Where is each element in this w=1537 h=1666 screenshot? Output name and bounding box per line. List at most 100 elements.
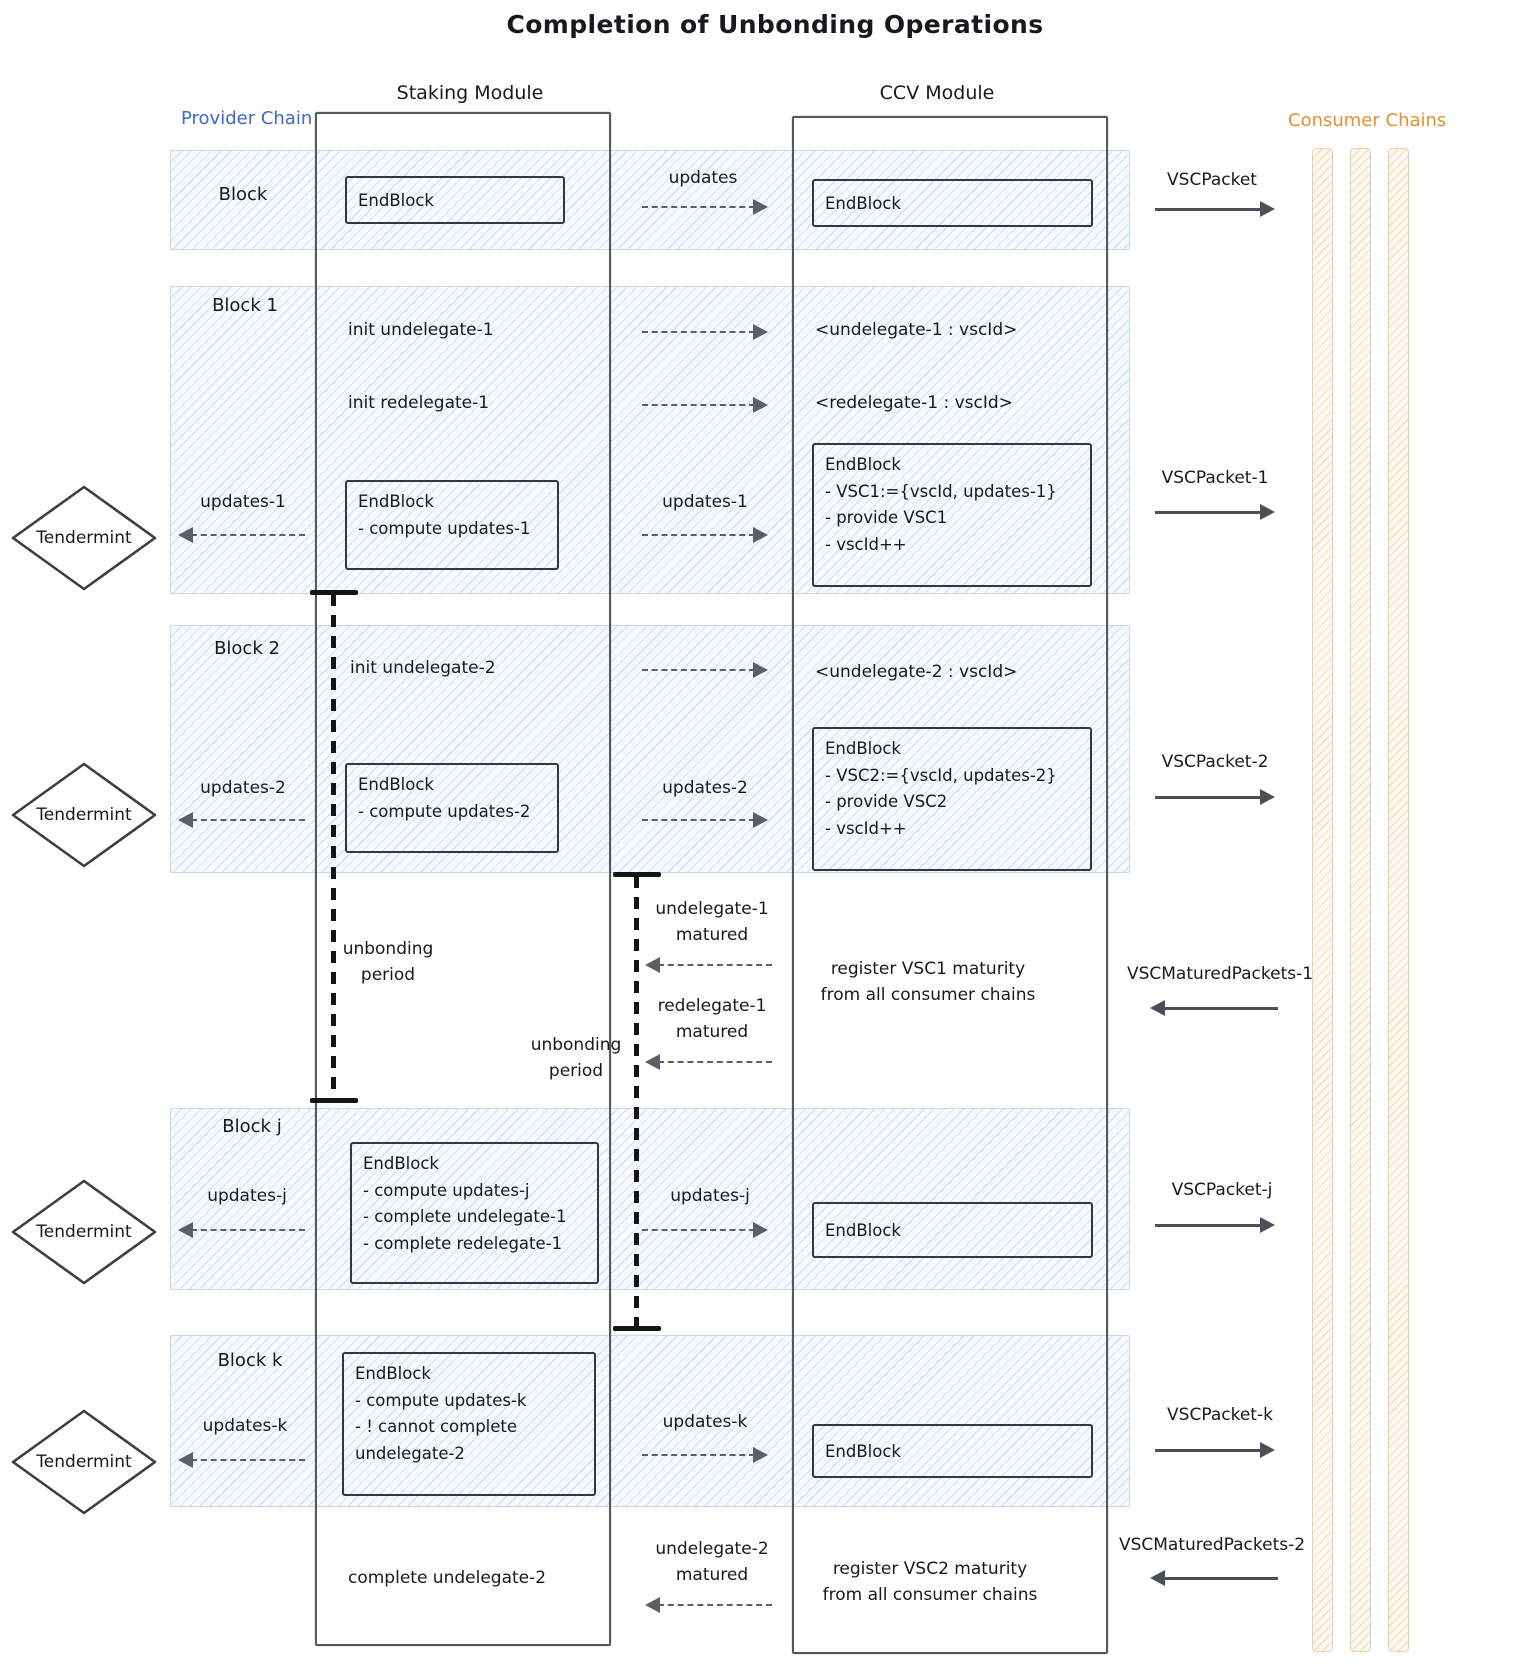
box-line: EndBlock bbox=[358, 775, 434, 794]
updates-k-right-label: updates-k bbox=[662, 1412, 748, 1432]
label-line: from all consumer chains bbox=[820, 985, 1036, 1005]
ccv-endblock-box-2: EndBlock - VSC2:={vscId, updates-2} - pr… bbox=[812, 727, 1092, 871]
undelegate-2-matured-label: undelegate-2 matured bbox=[655, 1536, 768, 1588]
diagram-title: Completion of Unbonding Operations bbox=[506, 10, 1044, 39]
updates-k-left-label: updates-k bbox=[202, 1416, 288, 1436]
blockj-label: Block j bbox=[222, 1116, 282, 1137]
tendermint-label: Tendermint bbox=[36, 528, 132, 548]
staking-module-header: Staking Module bbox=[396, 82, 544, 104]
redelegate-1-matured-label: redelegate-1 matured bbox=[658, 993, 767, 1045]
box-line: - compute updates-j bbox=[363, 1180, 530, 1200]
box-line: EndBlock bbox=[355, 1364, 431, 1383]
undelegate-2-vscid-label: <undelegate-2 : vscId> bbox=[815, 662, 1018, 682]
vscmaturedpackets-2-label: VSCMaturedPackets-2 bbox=[1118, 1535, 1306, 1555]
undelegate-1-matured-label: undelegate-1 matured bbox=[655, 896, 768, 948]
vscpacket-label: VSCPacket bbox=[1167, 170, 1257, 190]
label-line: from all consumer chains bbox=[822, 1585, 1038, 1605]
label-line: matured bbox=[675, 925, 749, 945]
vscmaturedpackets-1-label: VSCMaturedPackets-1 bbox=[1126, 964, 1314, 984]
box-line: - provide VSC1 bbox=[825, 508, 948, 527]
box-line: EndBlock bbox=[825, 739, 901, 758]
label-line: matured bbox=[675, 1565, 749, 1585]
block1-label: Block 1 bbox=[212, 295, 278, 316]
box-line: - provide VSC2 bbox=[825, 792, 948, 811]
ccv-endblock-box-1: EndBlock - VSC1:={vscId, updates-1} - pr… bbox=[812, 443, 1092, 587]
label-line: register VSC2 maturity bbox=[832, 1559, 1028, 1579]
complete-undelegate-2-label: complete undelegate-2 bbox=[348, 1568, 547, 1588]
box-line: - complete undelegate-1 bbox=[363, 1207, 567, 1226]
box-line: - VSC1:={vscId, updates-1} bbox=[825, 481, 1057, 501]
updates-1-left-label: updates-1 bbox=[200, 492, 286, 512]
updates-1-right-label: updates-1 bbox=[662, 492, 748, 512]
label-line: matured bbox=[675, 1022, 749, 1042]
ccv-module-header: CCV Module bbox=[879, 82, 995, 104]
box-line: - VSC2:={vscId, updates-2} bbox=[825, 765, 1057, 785]
vscpacket-2-label: VSCPacket-2 bbox=[1161, 752, 1269, 772]
box-line: EndBlock bbox=[358, 492, 434, 511]
unbonding2-period-line bbox=[634, 876, 639, 1330]
label-line: register VSC1 maturity bbox=[830, 959, 1026, 979]
consumer-chain-bar-3 bbox=[1388, 148, 1409, 1652]
updates-j-right-label: updates-j bbox=[670, 1186, 750, 1206]
label-line: unbonding bbox=[530, 1035, 622, 1055]
ccv-module-lifeline bbox=[792, 116, 1108, 1654]
diamond-shape-icon bbox=[11, 1179, 157, 1285]
unbonding1-end-bar bbox=[310, 1098, 358, 1103]
unbonding1-start-bar bbox=[310, 590, 358, 595]
ccv-endblock-box-0: EndBlock bbox=[812, 179, 1093, 227]
box-line: EndBlock bbox=[363, 1154, 439, 1173]
tendermint-diamond-1: Tendermint bbox=[9, 483, 159, 593]
init-redelegate-1-label: init redelegate-1 bbox=[348, 393, 490, 413]
label-line: period bbox=[548, 1061, 604, 1081]
staking-endblock-box-0: EndBlock bbox=[345, 176, 565, 224]
updates-j-left-label: updates-j bbox=[207, 1186, 287, 1206]
unbonding-period-2-label: unbonding period bbox=[531, 1032, 622, 1084]
box-line: undelegate-2 bbox=[355, 1443, 465, 1463]
box-line: - compute updates-2 bbox=[358, 801, 531, 821]
block2-band bbox=[170, 625, 1130, 873]
label-line: redelegate-1 bbox=[657, 996, 767, 1016]
box-line: EndBlock bbox=[825, 193, 901, 213]
tendermint-label: Tendermint bbox=[36, 1452, 132, 1472]
box-line: EndBlock bbox=[825, 455, 901, 474]
box-line: EndBlock bbox=[358, 190, 434, 210]
blockj-band bbox=[170, 1108, 1130, 1290]
unbonding1-period-line bbox=[331, 594, 336, 1102]
box-line: - ! cannot complete bbox=[355, 1417, 518, 1436]
block2-label: Block 2 bbox=[214, 638, 280, 659]
box-line: - vscId++ bbox=[825, 818, 907, 838]
ccv-endblock-box-k: EndBlock bbox=[812, 1424, 1093, 1478]
block-band bbox=[170, 150, 1130, 250]
register-vsc2-maturity-label: register VSC2 maturity from all consumer… bbox=[823, 1556, 1038, 1608]
diamond-shape-icon bbox=[11, 762, 157, 868]
staking-endblock-box-j: EndBlock - compute updates-j - complete … bbox=[350, 1142, 599, 1284]
unbonding-period-1-label: unbonding period bbox=[343, 936, 434, 988]
tendermint-diamond-4: Tendermint bbox=[9, 1407, 159, 1517]
tendermint-label: Tendermint bbox=[36, 1222, 132, 1242]
diamond-shape-icon bbox=[11, 485, 157, 591]
box-line: - vscId++ bbox=[825, 534, 907, 554]
diamond-shape-icon bbox=[11, 1409, 157, 1515]
unbonding2-end-bar bbox=[613, 1326, 661, 1331]
label-line: period bbox=[360, 965, 416, 985]
vscpacket-j-label: VSCPacket-j bbox=[1171, 1180, 1273, 1200]
register-vsc1-maturity-label: register VSC1 maturity from all consumer… bbox=[821, 956, 1036, 1008]
redelegate-1-vscid-label: <redelegate-1 : vscId> bbox=[815, 393, 1013, 413]
blockk-band bbox=[170, 1335, 1130, 1507]
undelegate-1-vscid-label: <undelegate-1 : vscId> bbox=[815, 320, 1018, 340]
box-line: - compute updates-1 bbox=[358, 518, 531, 538]
label-line: undelegate-2 bbox=[655, 1539, 769, 1559]
staking-module-lifeline bbox=[315, 112, 611, 1646]
tendermint-diamond-2: Tendermint bbox=[9, 760, 159, 870]
updates-2-left-label: updates-2 bbox=[200, 778, 286, 798]
label-line: undelegate-1 bbox=[655, 899, 769, 919]
unbonding2-start-bar bbox=[613, 872, 661, 877]
tendermint-diamond-3: Tendermint bbox=[9, 1177, 159, 1287]
consumer-chain-bar-2 bbox=[1350, 148, 1371, 1652]
init-undelegate-2-label: init undelegate-2 bbox=[350, 658, 496, 678]
box-line: EndBlock bbox=[825, 1441, 901, 1461]
box-line: EndBlock bbox=[825, 1220, 901, 1240]
box-line: - compute updates-k bbox=[355, 1390, 527, 1410]
staking-endblock-box-2: EndBlock - compute updates-2 bbox=[345, 763, 559, 853]
